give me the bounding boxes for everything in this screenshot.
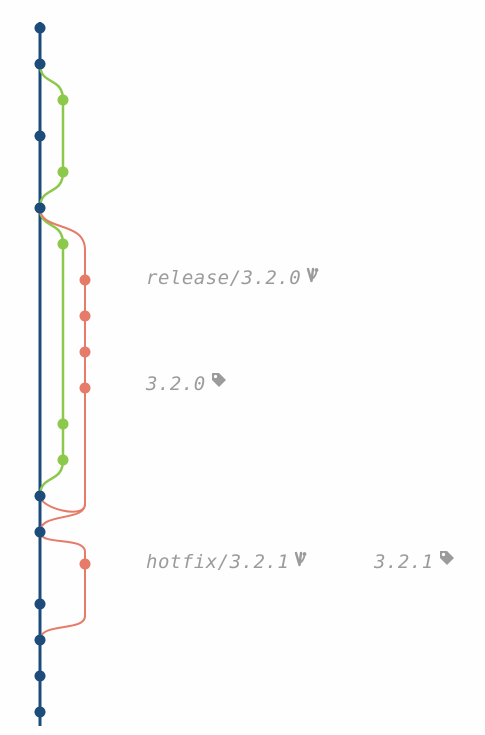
release-commit[interactable] [79, 310, 91, 322]
release-branch-line [39, 207, 86, 533]
develop-branch-line-2 [38, 207, 65, 497]
tag-icon [438, 549, 456, 573]
release-commit[interactable] [79, 382, 91, 394]
tag-icon [210, 371, 228, 395]
develop-commit[interactable] [57, 238, 69, 250]
develop-commit[interactable] [57, 94, 69, 106]
hotfix-commit[interactable] [79, 558, 91, 570]
release-commit[interactable] [79, 274, 91, 286]
main-commit[interactable] [34, 490, 46, 502]
tag-3-2-1-label[interactable]: 3.2.1 [374, 550, 456, 575]
branch-icon [293, 549, 309, 573]
release-branch-label[interactable]: release/3.2.0 [146, 266, 321, 291]
main-commit[interactable] [34, 22, 46, 34]
branch-icon [305, 265, 321, 289]
release-branch-label-text: release/3.2.0 [146, 267, 302, 289]
develop-branch-line-1 [38, 63, 65, 209]
tag-3-2-1-label-text: 3.2.1 [374, 551, 434, 573]
main-commit[interactable] [34, 58, 46, 70]
hotfix-branch-label-text: hotfix/3.2.1 [146, 551, 290, 573]
release-merge-to-develop-line [39, 495, 86, 513]
hotfix-branch-line [39, 531, 86, 641]
main-commit[interactable] [34, 706, 46, 718]
main-commit[interactable] [34, 526, 46, 538]
develop-commit[interactable] [57, 454, 69, 466]
release-commit[interactable] [79, 346, 91, 358]
hotfix-branch-label[interactable]: hotfix/3.2.1 [146, 550, 309, 575]
main-commit[interactable] [34, 598, 46, 610]
develop-commit[interactable] [57, 418, 69, 430]
main-commit[interactable] [34, 634, 46, 646]
tag-3-2-0-label-text: 3.2.0 [146, 373, 206, 395]
main-commit[interactable] [34, 670, 46, 682]
develop-commit[interactable] [57, 166, 69, 178]
tag-3-2-0-label[interactable]: 3.2.0 [146, 372, 228, 397]
main-commit[interactable] [34, 202, 46, 214]
main-commit[interactable] [34, 130, 46, 142]
